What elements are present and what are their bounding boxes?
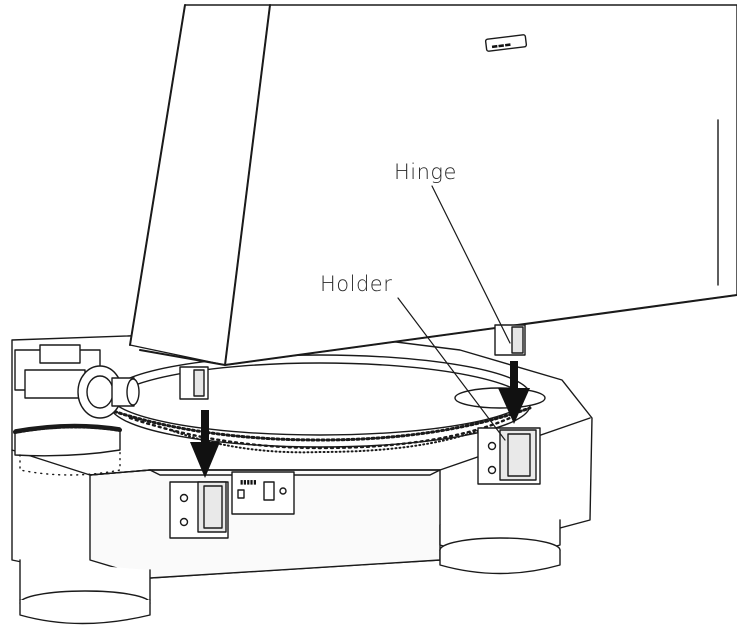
hinge-left (179, 366, 209, 400)
dust-cover: ▬▬▬ (129, 4, 737, 366)
hinge-right (494, 324, 526, 356)
holder-right (477, 427, 541, 485)
down-arrow-icon (498, 361, 530, 424)
hinge-leader-line (431, 185, 511, 344)
svg-text:▬▬▬: ▬▬▬ (491, 40, 512, 50)
svg-text:▮▮▮▮▮: ▮▮▮▮▮ (240, 479, 257, 486)
foot-right (439, 519, 561, 575)
hinge-label: Hinge (394, 160, 457, 184)
tonearm (13, 344, 140, 476)
rear-panel: ▮▮▮▮▮ (231, 471, 295, 515)
holder-label: Holder (320, 272, 393, 296)
foot-left (19, 559, 151, 625)
holder-left (169, 481, 229, 539)
down-arrow-icon (190, 410, 220, 478)
holder-leader-line (397, 297, 506, 441)
